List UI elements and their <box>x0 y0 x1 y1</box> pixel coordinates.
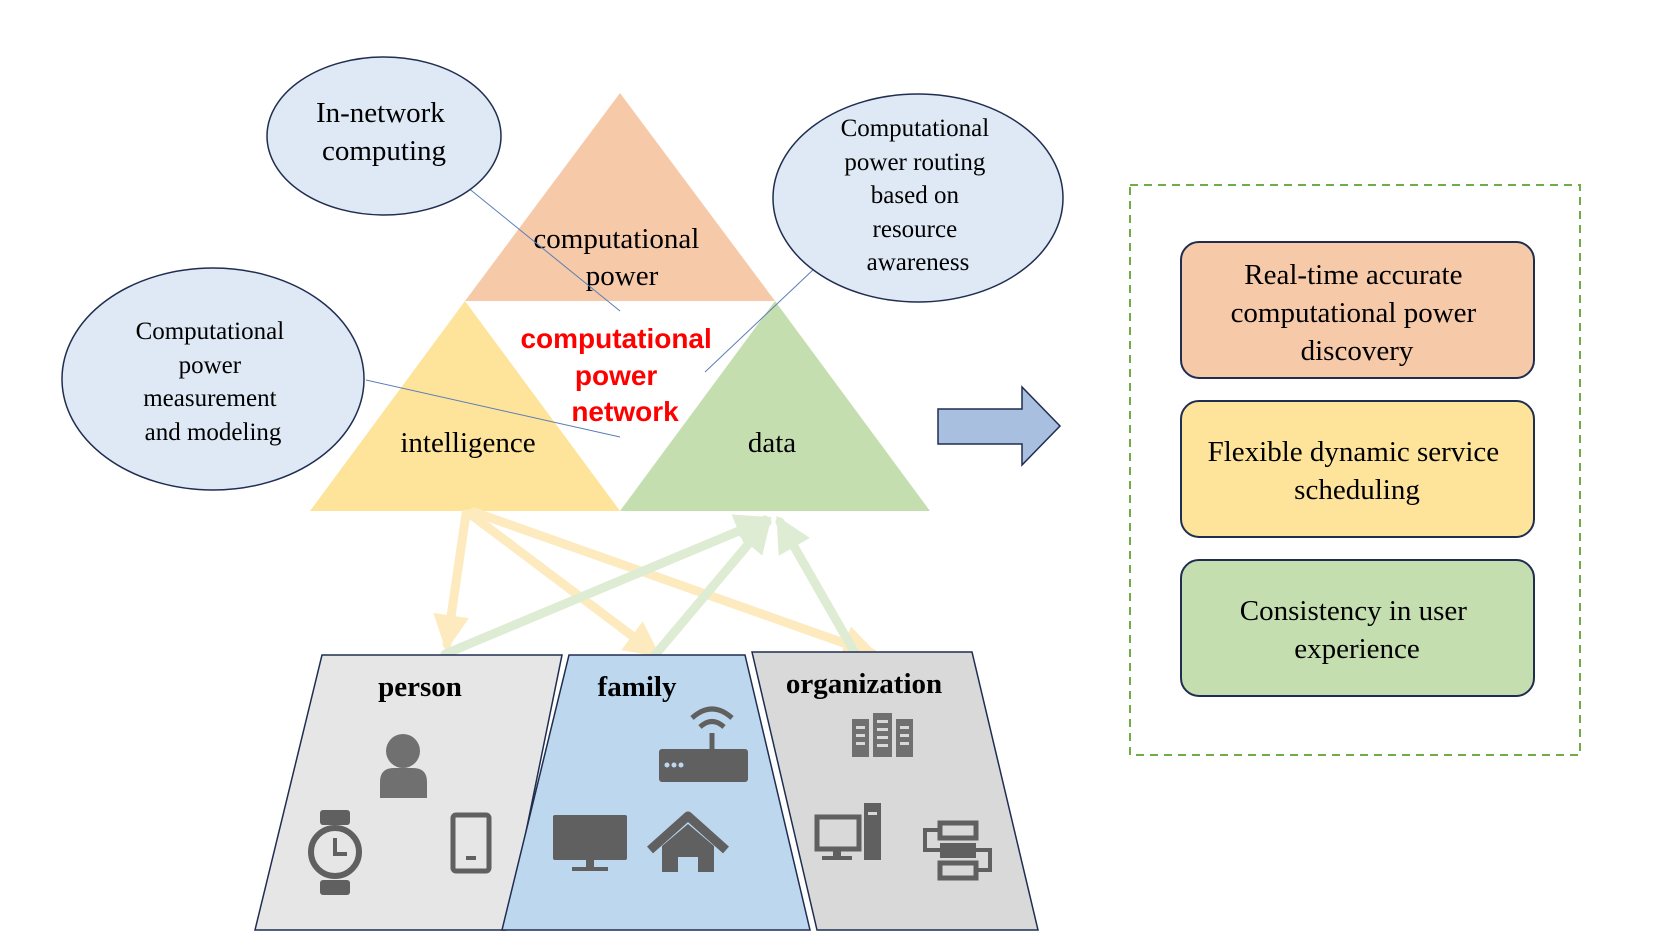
features-dashed-frame <box>1129 184 1581 756</box>
center-network-label: computational power network <box>520 323 719 427</box>
arrow-organization-data <box>775 515 860 658</box>
arrow-intelligence-family <box>465 509 661 658</box>
feature-scheduling-text: Flexible dynamic service scheduling <box>1208 436 1507 506</box>
connector-in-network <box>466 186 621 312</box>
panel-family-label: family <box>598 671 677 703</box>
feature-consistency-text: Consistency in user experience <box>1240 595 1474 665</box>
arrow-intelligence-person <box>433 509 471 652</box>
connector-measurement <box>365 379 621 438</box>
arrow-intelligence-organization <box>469 507 879 661</box>
triangle-top-label: computational power <box>533 223 706 292</box>
triangle-intelligence <box>310 301 620 511</box>
home-icon <box>646 811 730 872</box>
panel-person: person <box>254 654 563 931</box>
panel-organization: organization <box>751 651 1039 931</box>
callout-routing <box>772 93 1064 303</box>
network-server-icon <box>923 820 992 881</box>
feature-box-scheduling: Flexible dynamic service scheduling <box>1180 400 1535 538</box>
triangle-data <box>620 301 930 511</box>
intelligence-arrows <box>433 507 879 661</box>
callout-routing-text: Computational power routing based on res… <box>841 115 996 276</box>
phone-icon <box>450 812 492 874</box>
triangle-right-label: data <box>748 427 796 459</box>
arrow-person-data <box>440 514 772 659</box>
feature-box-consistency: Consistency in user experience <box>1180 559 1535 697</box>
person-icon <box>380 734 427 798</box>
callout-measurement <box>61 267 365 491</box>
desktop-computer-icon <box>814 803 881 860</box>
arrow-family-data <box>650 516 772 660</box>
feature-discovery-text: Real-time accurate computational power d… <box>1231 259 1484 367</box>
callout-in-network-text: In-network computing <box>316 97 452 167</box>
router-icon <box>659 706 748 782</box>
big-right-arrow <box>937 385 1062 467</box>
server-rack-icon <box>852 713 913 757</box>
panel-organization-label: organization <box>786 668 942 700</box>
panel-family: family <box>501 654 811 931</box>
smartwatch-icon <box>308 810 362 895</box>
triangle-computational-power <box>465 93 775 301</box>
callout-in-network-computing <box>266 56 502 216</box>
panel-person-label: person <box>378 671 462 703</box>
connector-routing <box>704 267 816 373</box>
monitor-icon <box>553 815 627 871</box>
feature-box-discovery: Real-time accurate computational power d… <box>1180 241 1535 379</box>
data-arrows <box>440 514 860 660</box>
callout-measurement-text: Computational power measurement and mode… <box>136 318 291 446</box>
triangle-left-label: intelligence <box>400 427 535 459</box>
